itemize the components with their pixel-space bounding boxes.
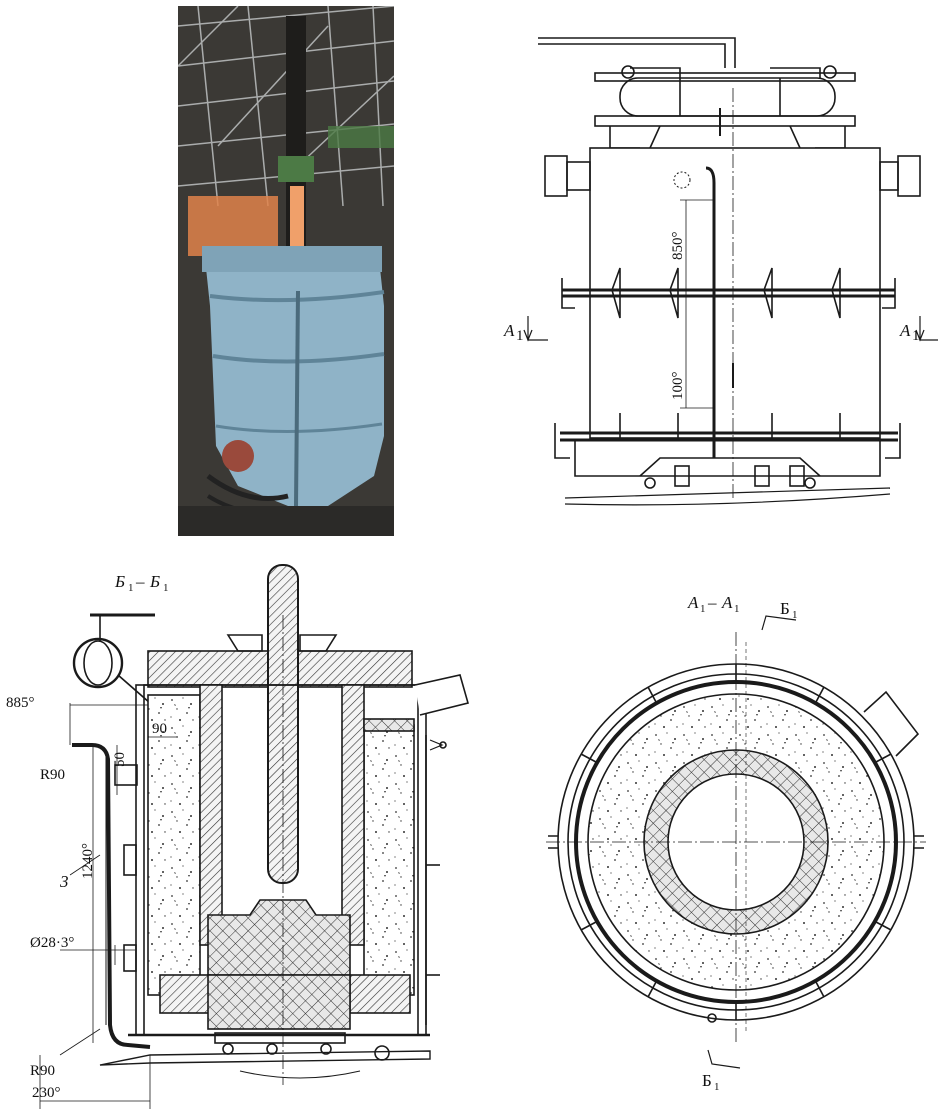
elevation-drawing: A 1 A 1 850° 100° xyxy=(503,37,938,506)
dim-50: 50 xyxy=(112,752,128,767)
cut-arrow-bottom xyxy=(707,1049,741,1069)
section-panel: Б 1 – Б 1 885° 90 R90 50 1240° 3 Ø28·3° … xyxy=(0,555,470,1109)
label-3: 3 xyxy=(59,872,69,891)
section-title-dash: – xyxy=(135,572,145,591)
dim-230: 230° xyxy=(32,1085,61,1101)
electrode-holder xyxy=(278,156,314,182)
cut-mark-top: Б xyxy=(780,599,790,618)
hearth xyxy=(207,899,351,976)
section-mark-left: A xyxy=(503,321,515,340)
dim-100: 100° xyxy=(670,372,686,401)
refractory-right xyxy=(363,724,415,996)
plan-panel: A 1 – A 1 Б 1 Б 1 xyxy=(540,580,938,1100)
section-mark-right: A xyxy=(899,321,911,340)
plan-title-2: A xyxy=(721,593,733,612)
dim-1240: 1240° xyxy=(80,843,96,879)
lining-left xyxy=(199,684,223,946)
side-nozzle-left xyxy=(544,155,568,197)
furnace-photo xyxy=(178,6,394,536)
section-arrow-left xyxy=(527,316,548,341)
cooling-pipe xyxy=(705,166,716,458)
dim-885: 885° xyxy=(6,695,35,711)
dim-d28: Ø28·3° xyxy=(30,935,74,951)
section-mark-right-sub: 1 xyxy=(912,328,920,344)
section-mark-left-sub: 1 xyxy=(516,328,524,344)
section-arrow-right xyxy=(919,316,938,341)
plan-title-sub: 1 xyxy=(700,603,706,615)
section-title-sub: 1 xyxy=(128,582,134,594)
motor xyxy=(222,440,254,472)
side-nozzle-right xyxy=(897,155,921,197)
side-nozzle xyxy=(414,674,469,716)
lifting-bar xyxy=(538,37,736,68)
plan-title-2-sub: 1 xyxy=(734,603,740,615)
photo-panel xyxy=(178,6,394,536)
plan-drawing: A 1 – A 1 Б 1 Б 1 xyxy=(546,593,926,1093)
section-title: Б xyxy=(114,572,125,591)
cut-mark-bottom: Б xyxy=(702,1071,712,1090)
elevation-panel: A 1 A 1 850° 100° xyxy=(500,28,938,528)
plan-title: A xyxy=(687,593,699,612)
refractory-left xyxy=(147,694,201,996)
dim-r90-bottom: R90 xyxy=(30,1063,55,1079)
collector-pipe xyxy=(72,637,124,689)
section-title-2: Б xyxy=(149,572,160,591)
dim-90: 90 xyxy=(152,721,167,737)
cooling-pipe xyxy=(72,743,151,1049)
plan-title-dash: – xyxy=(707,593,717,612)
section-drawing: Б 1 – Б 1 885° 90 R90 50 1240° 3 Ø28·3° … xyxy=(6,564,469,1109)
side-nozzle xyxy=(863,690,920,757)
cut-mark-top-sub: 1 xyxy=(792,609,798,621)
dim-850: 850° xyxy=(670,232,686,261)
dim-r90-top: R90 xyxy=(40,767,65,783)
cut-mark-bottom-sub: 1 xyxy=(714,1081,720,1093)
section-title-2-sub: 1 xyxy=(163,582,169,594)
vessel-body xyxy=(589,147,881,439)
lining-right xyxy=(341,684,365,946)
cut-arrow-top xyxy=(761,615,797,631)
top-collector xyxy=(619,77,836,117)
